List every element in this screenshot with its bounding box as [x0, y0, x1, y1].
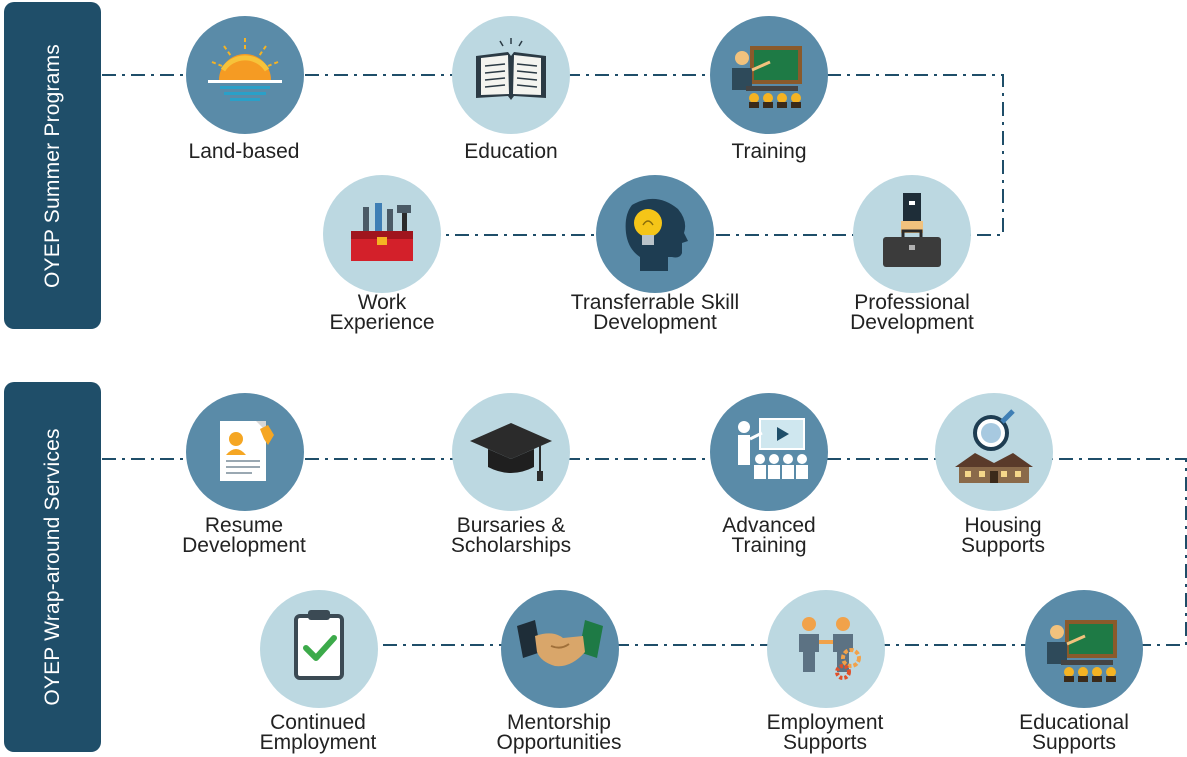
work-experience-label: Work Experience	[329, 291, 435, 334]
teacher-chalkboard-icon	[1047, 620, 1117, 682]
graduation-cap-icon	[470, 423, 552, 481]
briefcase-icon	[883, 193, 941, 267]
educational-supports-node	[1025, 590, 1143, 708]
clipboard-check-icon	[294, 610, 344, 680]
employment-supports-node	[767, 590, 885, 708]
open-book-icon	[476, 38, 546, 100]
education-node	[452, 16, 570, 134]
continued-employment-node	[260, 590, 378, 708]
educational-supports-label: Educational Supports	[1019, 711, 1129, 754]
resume-icon	[220, 421, 274, 481]
sunrise-icon	[208, 38, 282, 101]
transferrable-skill-label: Transferrable Skill Development	[570, 291, 740, 334]
professional-development-label: Professional Development	[850, 291, 974, 334]
lightbulb-head-icon	[625, 198, 688, 271]
wraparound-services-tab: OYEP Wrap-around Services	[4, 382, 101, 752]
training-node	[710, 16, 828, 134]
handshake-icon	[517, 620, 603, 667]
house-search-icon	[955, 409, 1033, 483]
employment-supports-label: Employment Supports	[766, 711, 884, 754]
advanced-training-label: Advanced Training	[722, 514, 816, 557]
land-based-node	[186, 16, 304, 134]
advanced-training-node	[710, 393, 828, 511]
mentorship-opportunities-label: Mentorship Opportunities	[496, 711, 622, 754]
bursaries-scholarships-node	[452, 393, 570, 511]
services-connector	[102, 458, 1187, 646]
people-gears-icon	[799, 617, 861, 680]
bursaries-scholarships-label: Bursaries & Scholarships	[450, 514, 572, 557]
transferrable-skill-node	[596, 175, 714, 293]
housing-supports-label: Housing Supports	[960, 514, 1046, 557]
education-label: Education	[464, 140, 558, 163]
housing-supports-node	[935, 393, 1053, 511]
professional-development-node	[853, 175, 971, 293]
training-label: Training	[731, 140, 807, 163]
land-based-label: Land-based	[188, 140, 300, 163]
teacher-chalkboard-icon	[732, 46, 802, 108]
work-experience-node	[323, 175, 441, 293]
resume-development-label: Resume Development	[182, 514, 306, 557]
resume-development-node	[186, 393, 304, 511]
mentorship-opportunities-node	[501, 590, 619, 708]
toolbox-icon	[351, 203, 413, 261]
continued-employment-label: Continued Employment	[259, 711, 377, 754]
presentation-icon	[738, 418, 808, 479]
summer-programs-tab: OYEP Summer Programs	[4, 2, 101, 329]
